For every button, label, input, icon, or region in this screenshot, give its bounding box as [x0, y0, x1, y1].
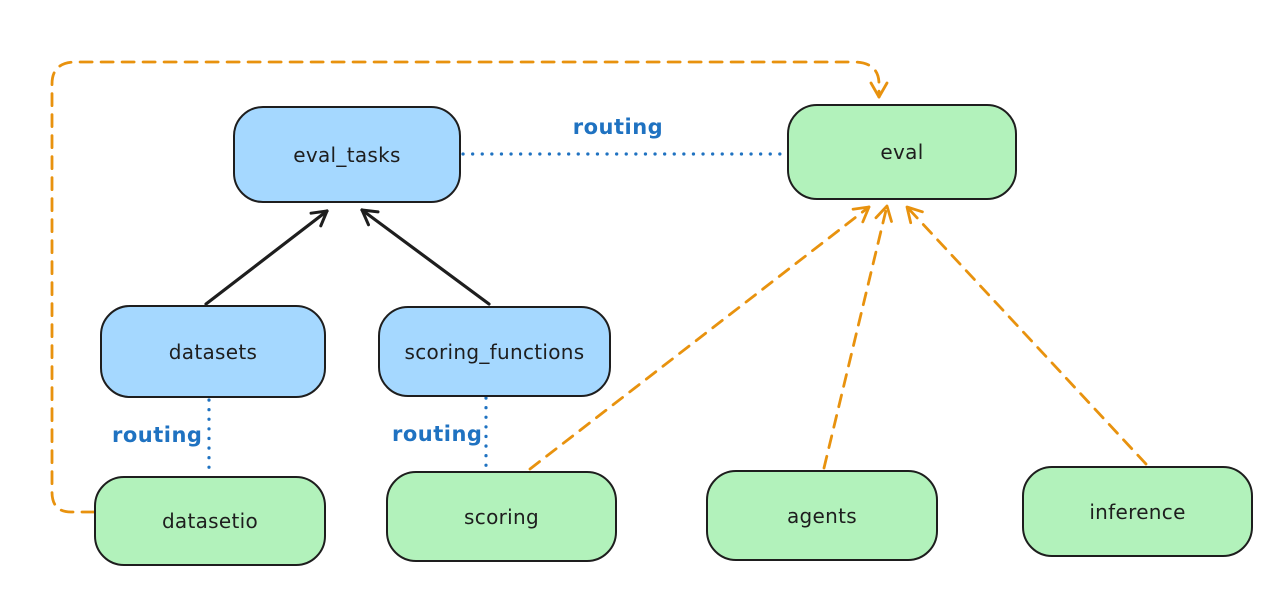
node-scoring-functions: scoring_functions — [378, 306, 611, 397]
node-datasets: datasets — [100, 305, 326, 398]
node-inference: inference — [1022, 466, 1253, 557]
node-datasetio-label: datasetio — [161, 509, 259, 533]
edge-agents-to-eval — [822, 204, 893, 470]
node-scoring: scoring — [386, 471, 617, 562]
edge-scoring-to-eval — [528, 205, 871, 471]
edge-label-routing-eval: routing — [572, 115, 664, 139]
edge-label-routing-scoring: routing — [392, 422, 483, 446]
node-eval: eval — [787, 104, 1017, 200]
edge-label-routing-datasetio: routing — [112, 423, 203, 447]
node-agents-label: agents — [787, 503, 857, 528]
node-scoring-label: scoring — [464, 504, 539, 529]
node-eval-tasks-label: eval_tasks — [293, 142, 401, 167]
node-inference-label: inference — [1089, 499, 1186, 524]
node-scoring-functions-label: scoring_functions — [404, 339, 585, 364]
edge-inference-to-eval — [905, 205, 1148, 466]
node-eval-tasks: eval_tasks — [233, 106, 461, 203]
edge-scoring-functions-to-eval-tasks — [360, 208, 491, 306]
node-eval-label: eval — [880, 140, 924, 164]
edge-datasets-to-eval-tasks — [204, 209, 329, 306]
node-datasets-label: datasets — [168, 339, 258, 364]
node-datasetio: datasetio — [94, 476, 326, 566]
node-agents: agents — [706, 470, 938, 561]
